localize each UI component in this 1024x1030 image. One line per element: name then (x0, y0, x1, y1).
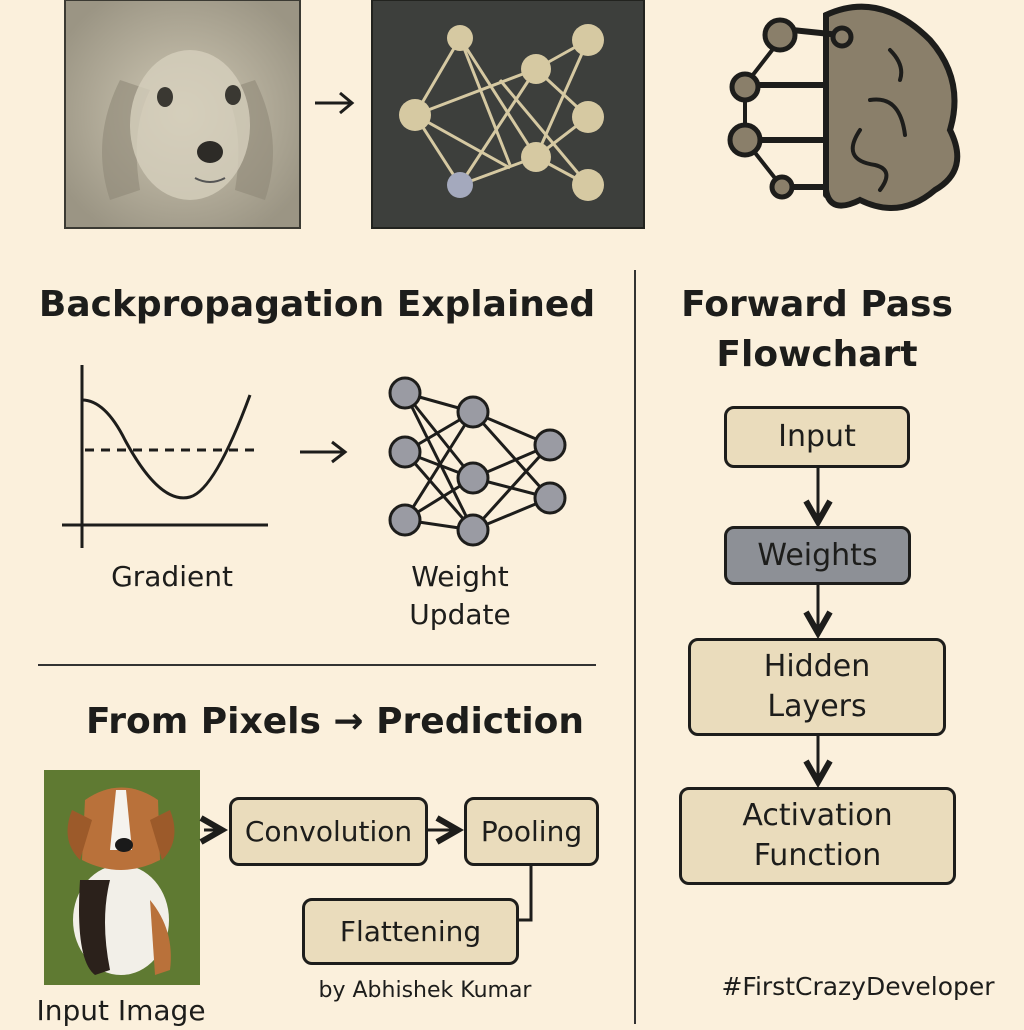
activation-line1: Activation (742, 798, 893, 833)
hidden-line2: Layers (767, 689, 867, 724)
forward-title-line1: Forward Pass (681, 284, 953, 325)
network-edge (403, 411, 475, 521)
network-edge (471, 410, 552, 500)
blurry-dog-image (64, 0, 301, 229)
weight-label-line1: Weight (411, 560, 509, 593)
neural-network-dark-image (371, 0, 645, 229)
weight-update-network (388, 376, 567, 547)
forward-title-line2: Flowchart (716, 334, 918, 375)
brain-network-icon (727, 3, 961, 211)
activation-line2: Function (753, 838, 882, 873)
network-edge (403, 392, 475, 479)
network-edge (471, 443, 552, 532)
hidden-line1: Hidden (763, 649, 871, 684)
gradient-graph (62, 365, 268, 548)
step-flattening: Flattening (302, 898, 519, 965)
input-image-label: Input Image (36, 994, 206, 1027)
weight-label-line2: Update (409, 598, 511, 631)
pixels-title: From Pixels → Prediction (85, 701, 585, 742)
flow-hidden-layers: Hidden Layers (688, 638, 946, 736)
gradient-label: Gradient (111, 560, 233, 593)
forward-title: Forward Pass Flowchart (681, 280, 953, 380)
hashtag: #FirstCrazyDeveloper (721, 972, 995, 1001)
step-pooling: Pooling (464, 797, 599, 866)
arrow-right-icon (300, 440, 348, 464)
backprop-title: Backpropagation Explained (38, 284, 596, 325)
arrow-right-icon (315, 91, 355, 115)
network-edge (403, 451, 475, 531)
beagle-photo (44, 770, 200, 985)
author-credit: by Abhishek Kumar (318, 978, 532, 1003)
weight-update-label: Weight Update (409, 558, 510, 634)
flow-weights: Weights (724, 526, 911, 585)
step-convolution: Convolution (229, 797, 428, 866)
flow-input: Input (724, 406, 910, 468)
network-edge (403, 392, 475, 531)
flow-activation-function: Activation Function (679, 787, 956, 885)
